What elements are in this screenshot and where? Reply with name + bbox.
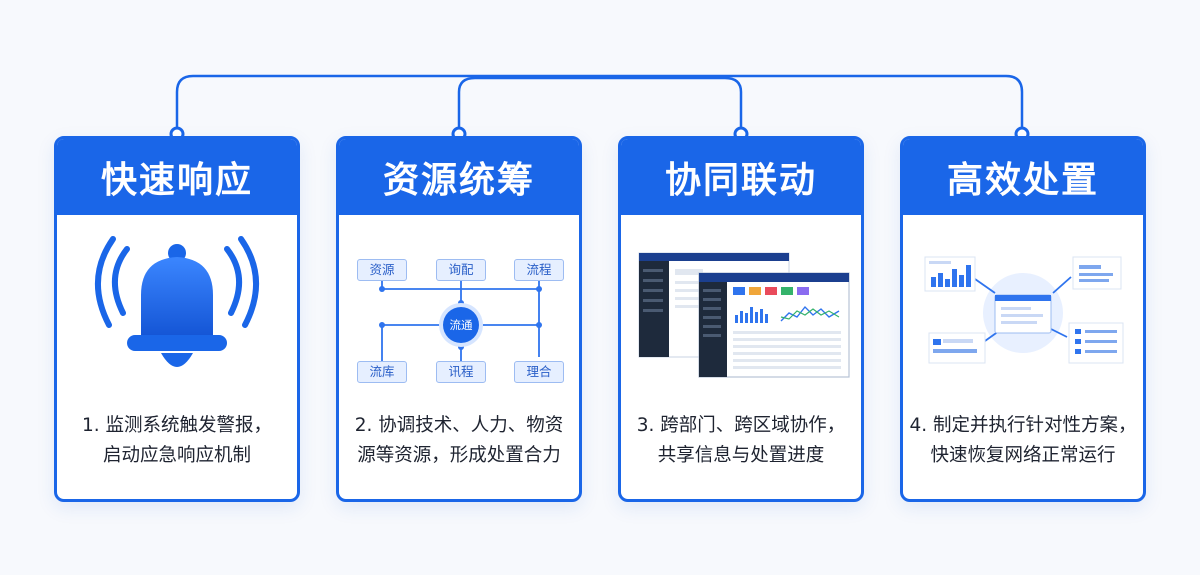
card-description: 1. 监测系统触发警报， 启动应急响应机制 [81, 415, 273, 466]
flow-node-procedure: 讯程 [436, 361, 486, 383]
flow-center-node: 流通 [443, 307, 479, 343]
flow-node-inquiry: 询配 [436, 259, 486, 281]
card-efficient-disposal: 高效处置 [900, 136, 1146, 502]
card-connector-lines [169, 74, 1030, 140]
card-collaborative-linkage: 协同联动 3. 跨部门、跨区域协作， 共享信息与处置进度 [618, 136, 864, 502]
card-description: 4. 制定并执行针对性方案， 快速恢复网络正常运行 [909, 415, 1137, 466]
hub-network-icon [903, 217, 1143, 397]
card-title: 快速响应 [57, 139, 297, 215]
resource-flow-diagram: 资源 询配 流程 流通 流库 讯程 理合 [339, 217, 579, 397]
alarm-bell-icon [57, 217, 297, 397]
flow-node-process: 流程 [514, 259, 564, 281]
flow-node-resource: 资源 [357, 259, 407, 281]
flow-node-warehouse: 流库 [357, 361, 407, 383]
card-title: 资源统筹 [339, 139, 579, 215]
card-description: 3. 跨部门、跨区域协作， 共享信息与处置进度 [636, 415, 846, 466]
card-description: 2. 协调技术、人力、物资 源等资源，形成处置合力 [354, 415, 564, 466]
card-title: 协同联动 [621, 139, 861, 215]
dashboard-screens-icon [621, 217, 861, 397]
card-title: 高效处置 [903, 139, 1143, 215]
flow-node-combine: 理合 [514, 361, 564, 383]
card-resource-coordination: 资源统筹 资源 询配 流程 流通 流库 讯程 理合 2. 协调技术、人力、物资 [336, 136, 582, 502]
card-rapid-response: 快速响应 1. 监测系统触发警报， 启动应急响应机制 [54, 136, 300, 502]
